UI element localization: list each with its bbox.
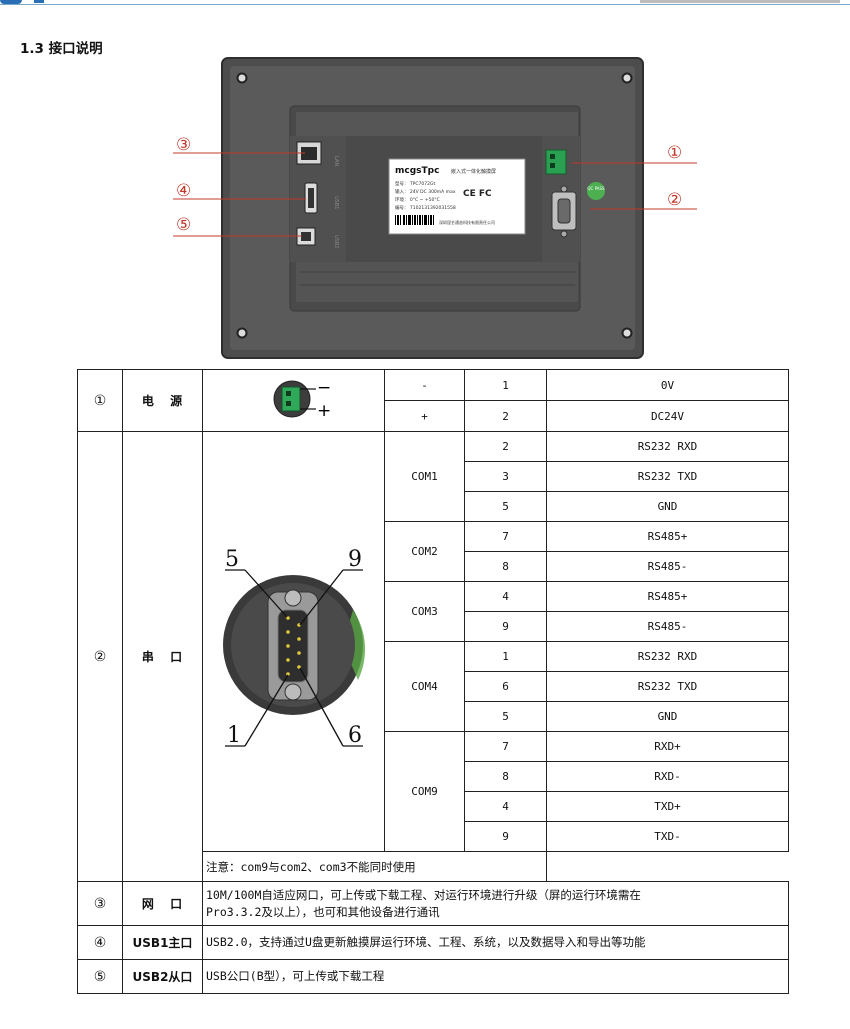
power-plug-icon: − + — [273, 378, 331, 421]
row-number: ③ — [77, 881, 123, 926]
row-number: ① — [77, 369, 123, 432]
qc-pass-badge — [587, 182, 605, 200]
svg-text:编号： 7102131392031558: 编号： 7102131392031558 — [395, 204, 456, 211]
svg-text:CE FC: CE FC — [463, 189, 492, 199]
barcode-icon — [395, 215, 434, 225]
svg-text:④: ④ — [176, 181, 191, 201]
product-label-sticker — [388, 158, 526, 235]
table-row: 6 RS232 TXD — [78, 671, 789, 702]
table-row: 4 TXD+ — [78, 791, 789, 822]
svg-text:环境： 0°C ~ +50°C: 环境： 0°C ~ +50°C — [395, 196, 440, 203]
interface-spec-table: ① 电 源 − + - 1 0V + 2 DC24V — [77, 369, 789, 994]
svg-text:USB2: USB2 — [333, 235, 339, 248]
power-connector-icon — [545, 149, 567, 175]
brand-mark — [34, 0, 44, 3]
interface-description: 10M/100M自适应网口，可上传或下载工程、对运行环境进行升级（屏的运行环境需… — [202, 881, 789, 926]
interface-name: 串 口 — [122, 431, 203, 882]
section-title: 1.3 接口说明 — [20, 41, 103, 57]
interface-name: 网 口 — [122, 881, 203, 926]
row-number: ⑤ — [77, 959, 123, 994]
row-number: ④ — [77, 925, 123, 960]
db9-pinout-figure: 5 9 1 6 — [202, 431, 385, 852]
device-back-panel-figure: LAN USB1 USB2 QC PASS mcgsTpc 嵌入式一体化触摸屏 … — [173, 57, 697, 359]
screw-hole-icon — [621, 72, 633, 84]
interface-name: 电 源 — [122, 369, 203, 432]
svg-text:USB1: USB1 — [333, 196, 339, 209]
table-row: ③ 网 口 10M/100M自适应网口，可上传或下载工程、对运行环境进行升级（屏… — [77, 881, 789, 926]
header-text-strip — [640, 0, 840, 3]
svg-text:深圳昆仑通态科技有限责任公司: 深圳昆仑通态科技有限责任公司 — [439, 219, 495, 225]
svg-text:QC PASS: QC PASS — [587, 186, 605, 191]
svg-text:嵌入式一体化触摸屏: 嵌入式一体化触摸屏 — [451, 168, 496, 175]
row-number: ② — [77, 431, 123, 882]
table-row: ② 串 口 — [77, 431, 789, 882]
svg-text:③: ③ — [176, 135, 191, 155]
table-row: 9 RS485- — [78, 611, 789, 642]
svg-text:5: 5 — [225, 547, 239, 572]
db9-pinout-icon: 5 9 1 6 — [223, 547, 366, 748]
svg-text:mcgsTpc: mcgsTpc — [395, 166, 439, 176]
table-row: ⑤ USB2从口 USB公口(B型），可上传或下载工程 — [77, 959, 789, 994]
table-row: COM2 7 RS485+ — [78, 521, 789, 582]
power-connector-figure: − + — [202, 369, 385, 432]
interface-description: USB2.0，支持通过U盘更新触摸屏运行环境、工程、系统，以及数据导入和导出等功… — [202, 925, 789, 960]
table-row: ① 电 源 − + - 1 0V — [77, 369, 789, 432]
screw-hole-icon — [236, 72, 248, 84]
svg-text:−: − — [317, 378, 331, 398]
table-row: ④ USB1主口 USB2.0，支持通过U盘更新触摸屏运行环境、工程、系统，以及… — [77, 925, 789, 960]
brand-logo — [0, 0, 22, 4]
interface-description: USB公口(B型），可上传或下载工程 — [202, 959, 789, 994]
svg-text:9: 9 — [348, 547, 362, 572]
page-header-strip — [0, 0, 850, 6]
header-rule — [0, 4, 850, 5]
svg-text:①: ① — [667, 143, 682, 163]
screw-hole-icon — [236, 327, 248, 339]
svg-text:LAN: LAN — [333, 156, 339, 166]
svg-text:输入： 24V DC 300mA max: 输入： 24V DC 300mA max — [395, 188, 456, 195]
svg-text:+: + — [317, 401, 331, 421]
interface-name: USB1主口 — [122, 925, 203, 960]
svg-text:6: 6 — [348, 723, 362, 748]
svg-text:1: 1 — [227, 723, 241, 748]
svg-text:②: ② — [667, 190, 682, 210]
table-row: COM9 7 RXD+ — [78, 731, 789, 852]
svg-text:⑤: ⑤ — [176, 215, 191, 235]
table-row: 9 TXD- — [78, 821, 789, 852]
screw-hole-icon — [621, 327, 633, 339]
svg-text:型号： TPC7072Gt: 型号： TPC7072Gt — [395, 180, 435, 187]
interface-name: USB2从口 — [122, 959, 203, 994]
serial-note: 注意：com9与com2、com3不能同时使用 — [202, 851, 547, 882]
